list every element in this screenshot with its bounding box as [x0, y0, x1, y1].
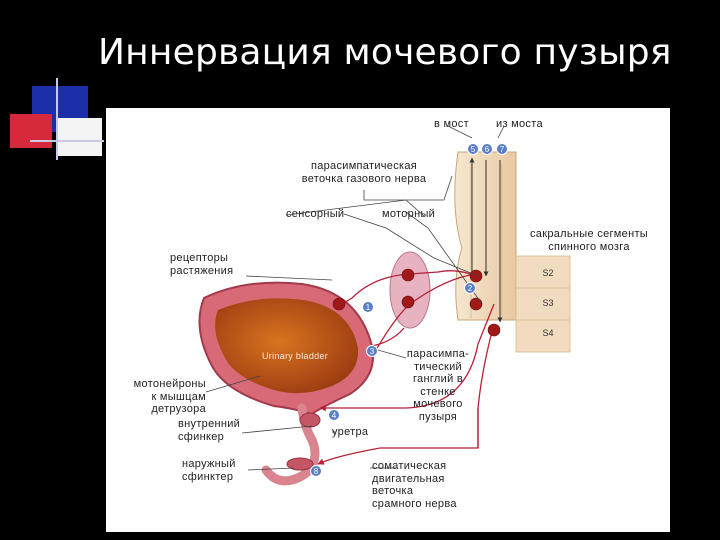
label-motoneurons: мотонейроны к мышцам детрузора [133, 378, 206, 415]
label-parasympathetic-branch: парасимпатическая веточка газового нерва [301, 160, 427, 185]
label-sensory: сенсорный [286, 208, 345, 220]
label-sacral-segments: сакральные сегменты спинного мозга [530, 228, 648, 253]
segment-label-s3: S3 [542, 298, 553, 308]
svg-text:7: 7 [500, 145, 505, 154]
parasympathetic-ganglion [389, 251, 431, 329]
marker-3: 3 [366, 345, 378, 357]
marker-1: 1 [362, 301, 374, 313]
label-parasympathetic-ganglion: парасимпа- тический ганглий в стенке моч… [406, 348, 470, 423]
slide-title: Иннервация мочевого пузыря [98, 32, 672, 73]
svg-text:4: 4 [332, 411, 337, 420]
label-internal-sphincter: внутренний сфинкер [178, 418, 241, 443]
svg-text:3: 3 [370, 347, 375, 356]
label-external-sphincter: наружный сфинктер [182, 458, 236, 483]
spinal-pathways [469, 157, 503, 323]
marker-7: 7 [496, 143, 508, 155]
label-urinary-bladder: Urinary bladder [262, 351, 329, 361]
label-somatic-branch: соматическая двигательная веточка срамно… [372, 460, 457, 510]
svg-text:6: 6 [485, 145, 490, 154]
segment-label-s4: S4 [542, 328, 553, 338]
label-urethra: уретра [332, 426, 369, 438]
label-to-pons: в мост [434, 118, 469, 130]
urinary-bladder [198, 281, 374, 486]
decor-horizontal-line [30, 140, 104, 142]
marker-4: 4 [328, 409, 340, 421]
marker-5: 5 [467, 143, 479, 155]
segment-label-s2: S2 [542, 268, 553, 278]
marker-6: 6 [481, 143, 493, 155]
neuron-bodies [332, 268, 501, 337]
label-stretch-receptors: рецепторы растяжения [170, 252, 234, 277]
marker-2: 2 [464, 282, 476, 294]
svg-text:8: 8 [314, 467, 319, 476]
decor-red-square [10, 114, 52, 148]
svg-text:2: 2 [468, 284, 473, 293]
svg-text:1: 1 [366, 303, 371, 312]
marker-8: 8 [310, 465, 322, 477]
label-motor: моторный [382, 208, 436, 220]
label-leaders [205, 125, 505, 471]
decor-vertical-line [56, 78, 58, 160]
decor-white-square [58, 118, 102, 156]
svg-text:5: 5 [471, 145, 476, 154]
label-from-pons: из моста [496, 118, 543, 130]
